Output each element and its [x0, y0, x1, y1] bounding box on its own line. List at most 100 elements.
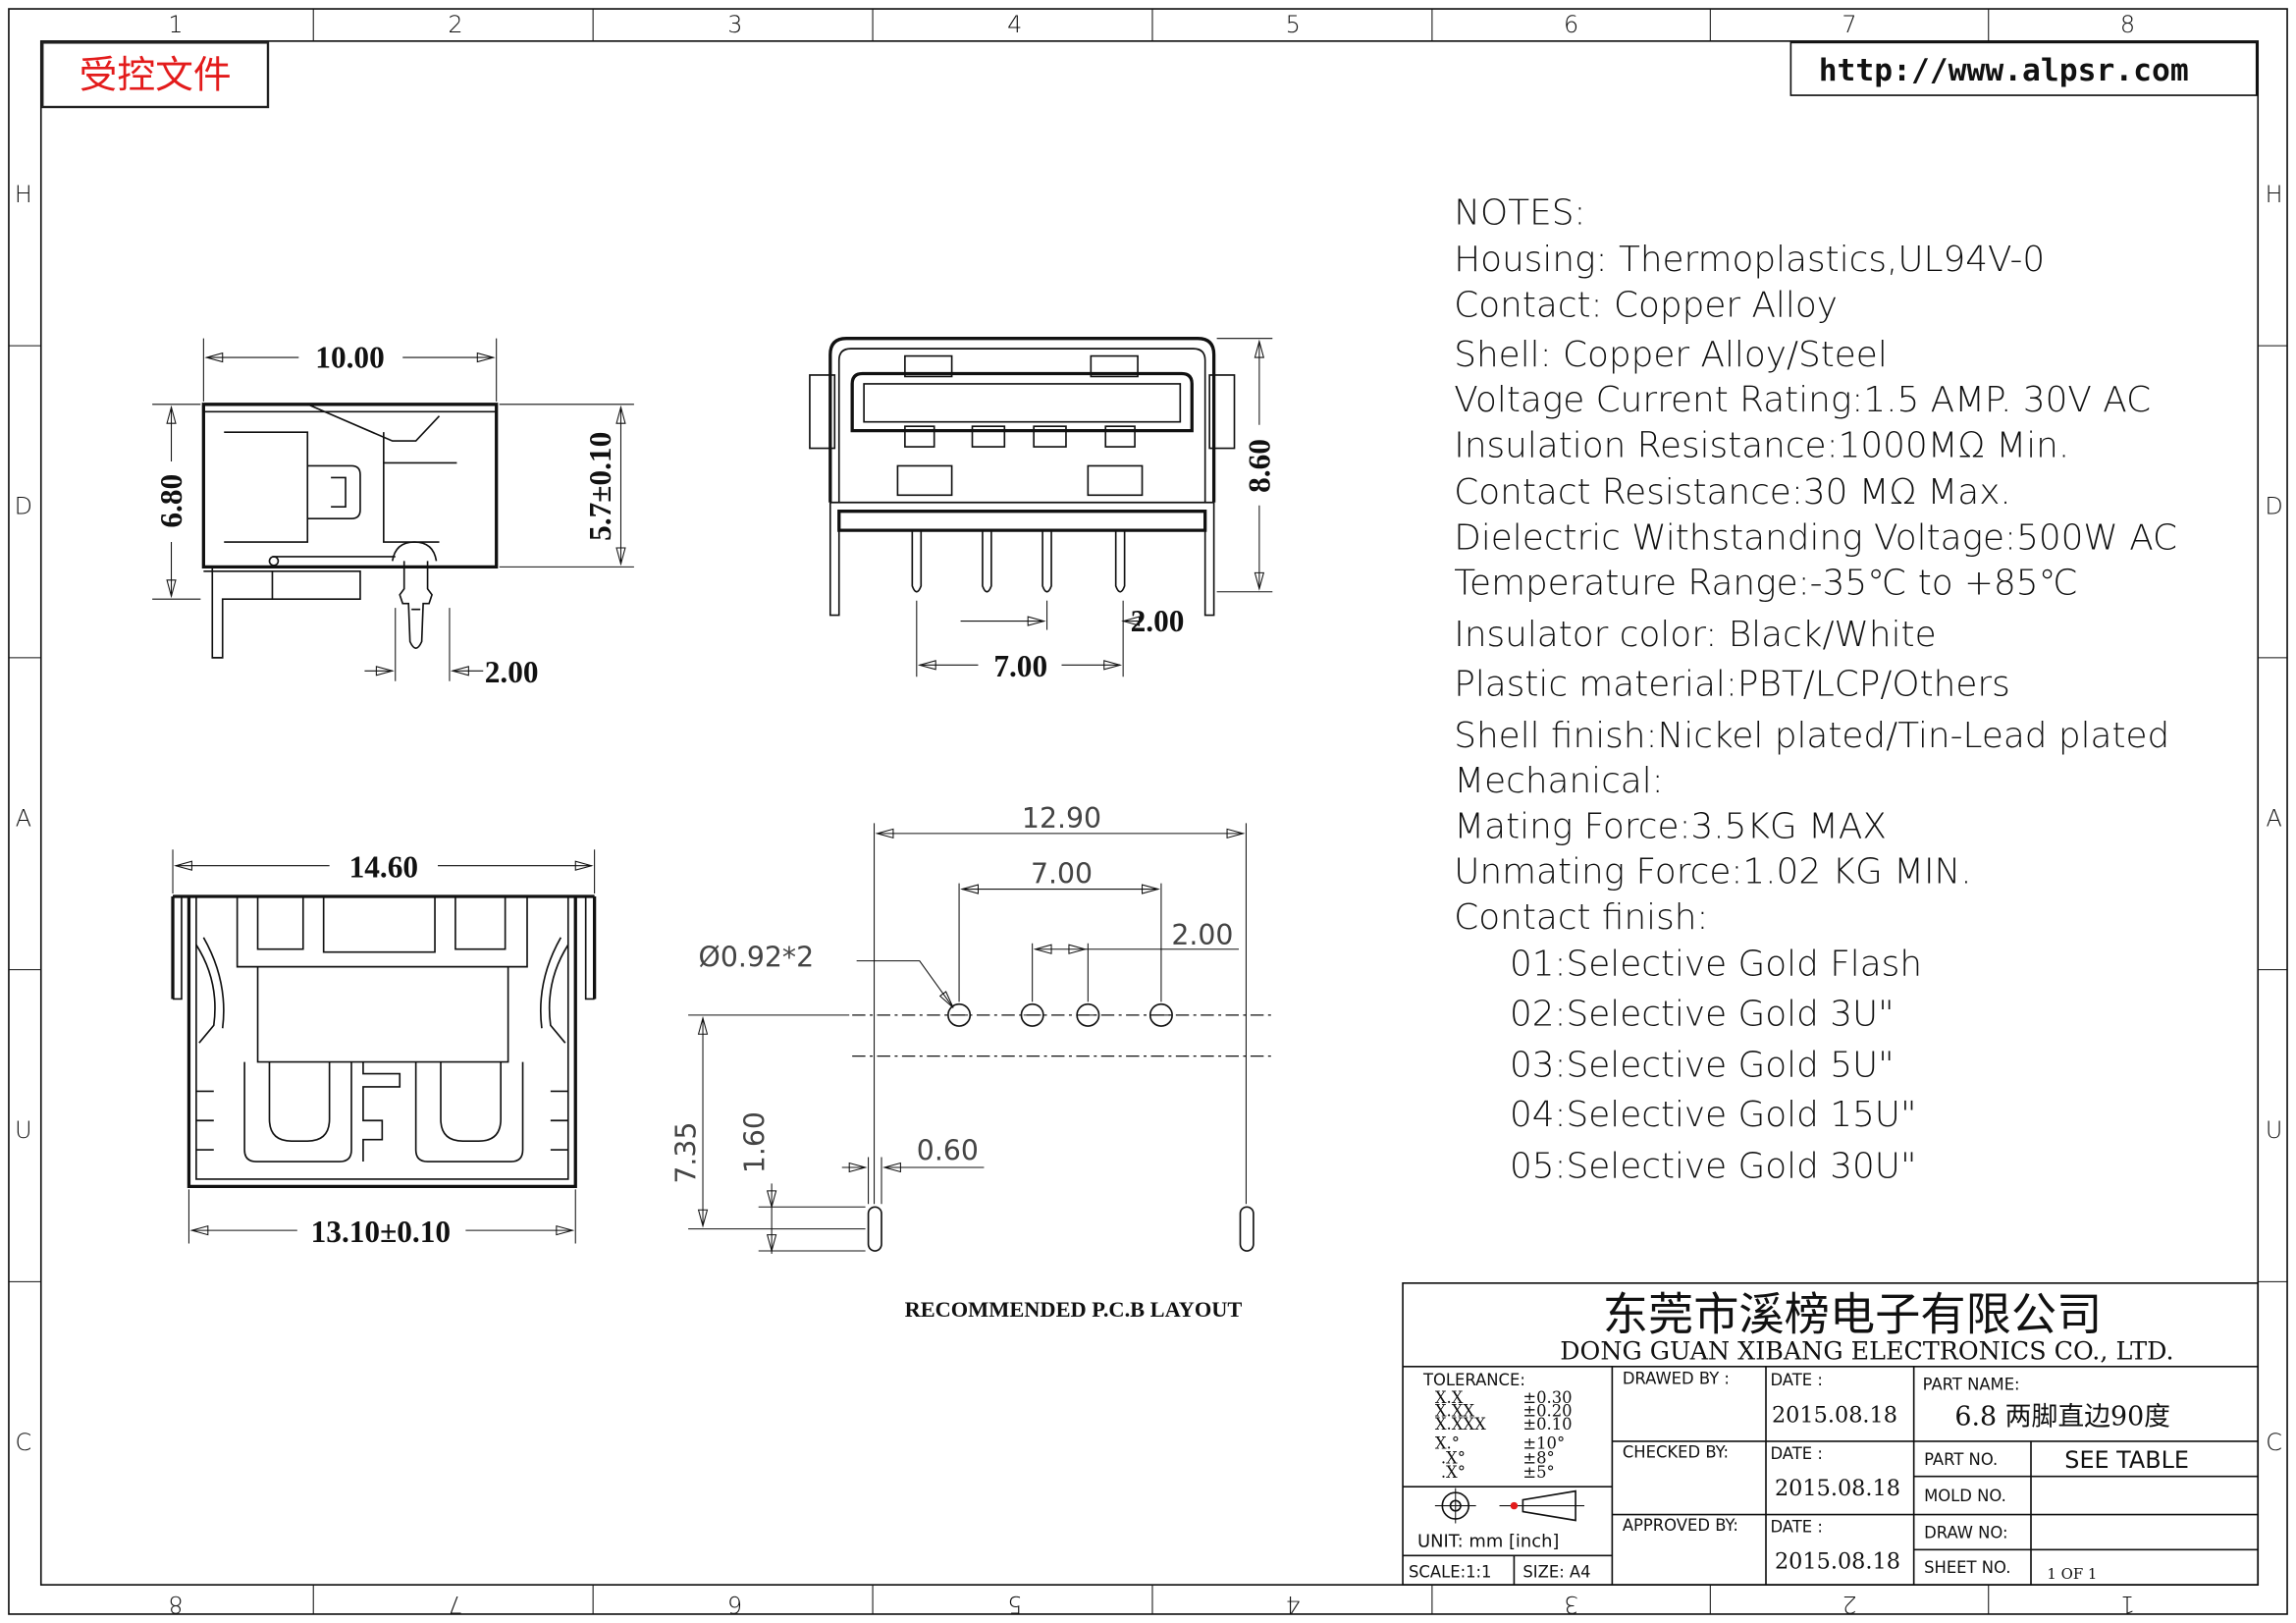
- frame-row-left: D: [15, 493, 32, 520]
- finish-option: 02:Selective Gold 3U": [1510, 994, 1895, 1034]
- dim-side-inner: 5.7±0.10: [583, 432, 617, 541]
- dim-front-height: 8.60: [1242, 439, 1276, 493]
- note-line: Temperature Range:-35℃ to +85℃: [1454, 564, 2078, 604]
- tolerance-format: .X°: [1441, 1463, 1466, 1482]
- dim-side-width: 10.00: [315, 341, 384, 375]
- notes-section: NOTES: Housing: Thermoplastics,UL94V-0 C…: [1454, 192, 2177, 1186]
- note-line: Mechanical:: [1454, 761, 1663, 801]
- drawn-by-label: DRAWED BY :: [1623, 1370, 1730, 1388]
- company-name-cn: 东莞市溪榜电子有限公司: [1603, 1288, 2103, 1341]
- finish-option: 04:Selective Gold 15U": [1510, 1095, 1916, 1135]
- frame-col-top: 7: [1842, 11, 1856, 38]
- approved-date-label: DATE :: [1770, 1517, 1822, 1536]
- notes-heading: NOTES:: [1454, 192, 1585, 233]
- pcb-layout-view: 12.90 7.00 2.00 Ø0.92*2 7.35 1.60 0.60 R…: [670, 802, 1274, 1322]
- frame-row-right: H: [2266, 181, 2283, 208]
- dim-top-width: 14.60: [349, 850, 418, 885]
- frame-col-top: 5: [1286, 11, 1301, 38]
- drawing-frame: 1 2 3 4 5 6 7 8 8 7 6 5 4 3 2 1 H D A U …: [8, 8, 2288, 1618]
- note-line: Voltage Current Rating:1.5 AMP. 30V AC: [1454, 380, 2151, 420]
- company-name-en: DONG GUAN XIBANG ELECTRONICS CO., LTD.: [1560, 1335, 2173, 1365]
- dim-pcb-pitch-small: 2.00: [1171, 919, 1233, 951]
- part-name-label: PART NAME:: [1923, 1376, 2020, 1394]
- frame-col-top: 4: [1007, 11, 1022, 38]
- tolerance-value: ±8°: [1522, 1448, 1554, 1467]
- tolerance-value: ±10°: [1522, 1434, 1565, 1452]
- part-no-label: PART NO.: [1924, 1450, 1998, 1469]
- sheet-no-label: SHEET NO.: [1924, 1558, 2010, 1577]
- frame-col-bottom: 8: [168, 1591, 183, 1618]
- draw-no-label: DRAW NO:: [1924, 1523, 2007, 1542]
- frame-col-top: 8: [2120, 11, 2135, 38]
- frame-col-bottom: 1: [2120, 1591, 2135, 1618]
- note-line: Unmating Force:1.02 KG MIN.: [1454, 852, 1971, 893]
- frame-col-top: 1: [168, 11, 183, 38]
- drawn-date-label: DATE :: [1770, 1371, 1822, 1389]
- tolerance-format: X.X: [1435, 1388, 1464, 1407]
- stamp-label: 受控文件: [80, 54, 232, 98]
- frame-row-left: U: [15, 1116, 31, 1144]
- controlled-document-stamp: 受控文件: [41, 41, 270, 109]
- frame-col-top: 6: [1564, 11, 1578, 38]
- website-url: http://www.alpsr.com: [1819, 53, 2189, 88]
- frame-col-bottom: 7: [448, 1591, 462, 1618]
- tolerance-value: ±0.20: [1522, 1402, 1572, 1421]
- frame-row-left: H: [15, 181, 32, 208]
- frame-col-bottom: 5: [1007, 1591, 1022, 1618]
- tolerance-value: ±0.10: [1522, 1415, 1572, 1434]
- checked-date: 2015.08.18: [1775, 1476, 1900, 1501]
- checked-by-label: CHECKED BY:: [1623, 1442, 1729, 1461]
- dim-pcb-slot-depth: 1.60: [739, 1111, 772, 1173]
- approved-by-label: APPROVED BY:: [1623, 1516, 1738, 1535]
- part-no: SEE TABLE: [2064, 1446, 2189, 1474]
- frame-col-bottom: 4: [1286, 1591, 1301, 1618]
- website-box: http://www.alpsr.com: [1789, 41, 2258, 96]
- frame-row-right: C: [2266, 1429, 2282, 1456]
- frame-row-left: A: [16, 804, 31, 832]
- mold-no-label: MOLD NO.: [1924, 1487, 2006, 1505]
- tolerance-value: ±0.30: [1522, 1388, 1572, 1407]
- finish-option: 03:Selective Gold 5U": [1510, 1045, 1895, 1085]
- dim-pcb-slot-width: 0.60: [917, 1135, 979, 1167]
- front-view: 8.60 2.00 7.00: [809, 337, 1276, 683]
- finish-option: 05:Selective Gold 30U": [1510, 1146, 1916, 1186]
- frame-row-right: U: [2266, 1116, 2282, 1144]
- approved-date: 2015.08.18: [1775, 1549, 1900, 1575]
- size-label: SIZE: A4: [1522, 1563, 1590, 1582]
- note-line: Shell finish:Nickel plated/Tin-Lead plat…: [1454, 716, 2169, 756]
- frame-col-bottom: 2: [1842, 1591, 1856, 1618]
- dim-pcb-depth: 7.35: [670, 1122, 703, 1184]
- note-line: Mating Force:3.5KG MAX: [1454, 806, 1887, 846]
- note-line: Insulator color: Black/White: [1454, 615, 1936, 655]
- dim-pcb-hole: Ø0.92*2: [699, 942, 815, 974]
- tolerance-format: .X°: [1441, 1448, 1466, 1467]
- dim-pcb-width: 12.90: [1022, 802, 1101, 835]
- frame-col-bottom: 3: [1564, 1591, 1578, 1618]
- note-line: Contact Resistance:30 MΩ Max.: [1454, 472, 2011, 513]
- sheet-no: 1 OF 1: [2047, 1565, 2097, 1583]
- frame-row-left: C: [16, 1429, 32, 1456]
- frame-row-right: A: [2266, 804, 2281, 832]
- tolerance-value: ±5°: [1522, 1463, 1554, 1482]
- frame-col-top: 3: [727, 11, 742, 38]
- scale-label: SCALE:1:1: [1409, 1563, 1491, 1582]
- dim-side-height: 6.80: [154, 474, 188, 528]
- top-view: 14.60 13.10±0.10: [171, 849, 597, 1249]
- frame-row-right: D: [2265, 493, 2282, 520]
- frame-col-top: 2: [448, 11, 462, 38]
- note-line: Insulation Resistance:1000MΩ Min.: [1454, 426, 2069, 466]
- tolerance-format: X.XX: [1435, 1402, 1475, 1421]
- unit-label: UNIT: mm [inch]: [1417, 1531, 1559, 1551]
- note-line: Contact finish:: [1454, 897, 1708, 938]
- note-line: Shell: Copper Alloy/Steel: [1454, 335, 1888, 375]
- title-block: 东莞市溪榜电子有限公司 DONG GUAN XIBANG ELECTRONICS…: [1402, 1282, 2260, 1586]
- projection-symbol: [1434, 1488, 1585, 1524]
- pcb-caption: RECOMMENDED P.C.B LAYOUT: [905, 1297, 1243, 1322]
- frame-column-ticks: [8, 9, 2288, 1614]
- checked-date-label: DATE :: [1770, 1444, 1822, 1463]
- dim-pcb-pitch-large: 7.00: [1031, 858, 1093, 891]
- finish-option: 01:Selective Gold Flash: [1510, 945, 1922, 985]
- dim-front-pitch-small: 2.00: [1131, 604, 1185, 638]
- frame-col-bottom: 6: [727, 1591, 742, 1618]
